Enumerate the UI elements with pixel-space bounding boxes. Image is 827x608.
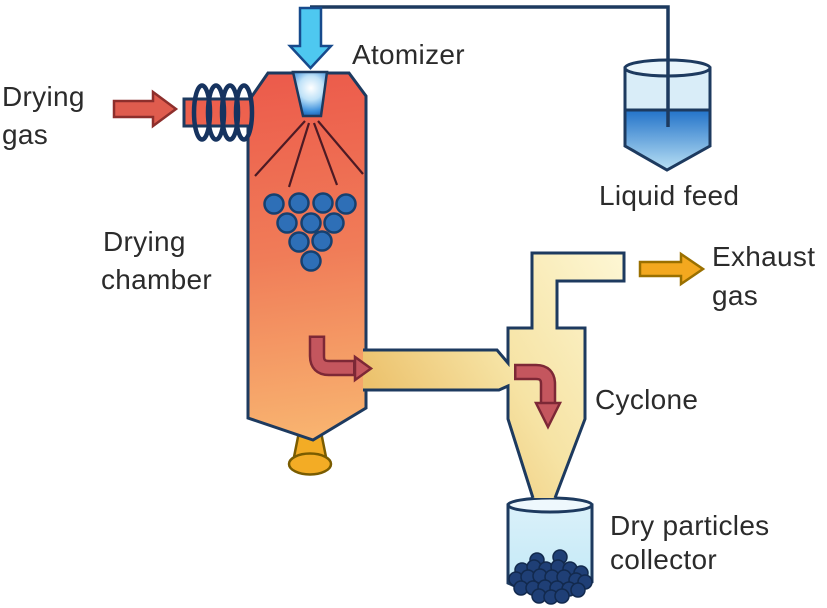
particle bbox=[288, 231, 310, 253]
dry-particles-collector-label-line2: collector bbox=[610, 544, 717, 575]
spray-line bbox=[254, 120, 306, 177]
spray-line bbox=[287, 122, 311, 188]
elbow-inner-stroke bbox=[311, 338, 353, 374]
cyclone-label: Cyclone bbox=[595, 384, 698, 415]
exhaust-gas-label-line1: Exhaust bbox=[712, 241, 815, 272]
exhaust-arrow bbox=[638, 251, 706, 287]
atomizer-label: Atomizer bbox=[352, 39, 465, 70]
spray-lines bbox=[254, 120, 364, 188]
cyclone-edge-top bbox=[363, 251, 626, 499]
elbow-arrowhead bbox=[353, 354, 374, 383]
collector-particles bbox=[508, 549, 593, 605]
exhaust-gas-label-line2: gas bbox=[712, 280, 758, 311]
particle bbox=[288, 192, 310, 214]
chamber-particles bbox=[263, 192, 357, 272]
atomizer-nozzle bbox=[291, 70, 329, 118]
feed-arrow bbox=[287, 6, 334, 70]
particle bbox=[311, 230, 333, 252]
labels: Drying gas Atomizer Liquid feed Drying c… bbox=[2, 39, 815, 575]
chamber-elbow-arrow bbox=[308, 335, 374, 383]
liquid-feed-label: Liquid feed bbox=[599, 180, 739, 211]
elbow-inner-stroke bbox=[516, 366, 554, 403]
feed-pipe-line bbox=[310, 5, 670, 127]
drying-chamber-label-line1: Drying bbox=[103, 226, 186, 257]
heating-coil bbox=[191, 83, 255, 142]
vessel-liquid bbox=[625, 110, 710, 170]
dry-particles-collector-label-line1: Dry particles bbox=[610, 510, 770, 541]
particle bbox=[323, 212, 345, 234]
cyclone-fill bbox=[363, 253, 624, 498]
particle bbox=[300, 250, 322, 272]
drying-chamber-label-line2: chamber bbox=[101, 264, 212, 295]
collector-rim bbox=[506, 496, 594, 514]
funnel-bulb bbox=[287, 452, 333, 476]
particle bbox=[570, 582, 586, 598]
drying-gas-label-line2: gas bbox=[2, 119, 48, 150]
cyclone-assembly bbox=[363, 251, 626, 499]
cyclone-elbow-arrow bbox=[514, 363, 563, 430]
drying-gas-arrow bbox=[112, 89, 179, 129]
particle bbox=[335, 193, 357, 215]
spray-line bbox=[317, 120, 364, 175]
drying-gas-label-line1: Drying bbox=[2, 81, 85, 112]
particle bbox=[263, 193, 285, 215]
particle bbox=[312, 192, 334, 214]
elbow-arrowhead bbox=[533, 401, 563, 430]
coil-loop bbox=[233, 83, 255, 142]
particle bbox=[554, 588, 570, 604]
cyclone-edge-bottom bbox=[363, 383, 535, 499]
particle bbox=[276, 212, 298, 234]
particle bbox=[300, 212, 322, 234]
spray-line bbox=[312, 122, 339, 186]
